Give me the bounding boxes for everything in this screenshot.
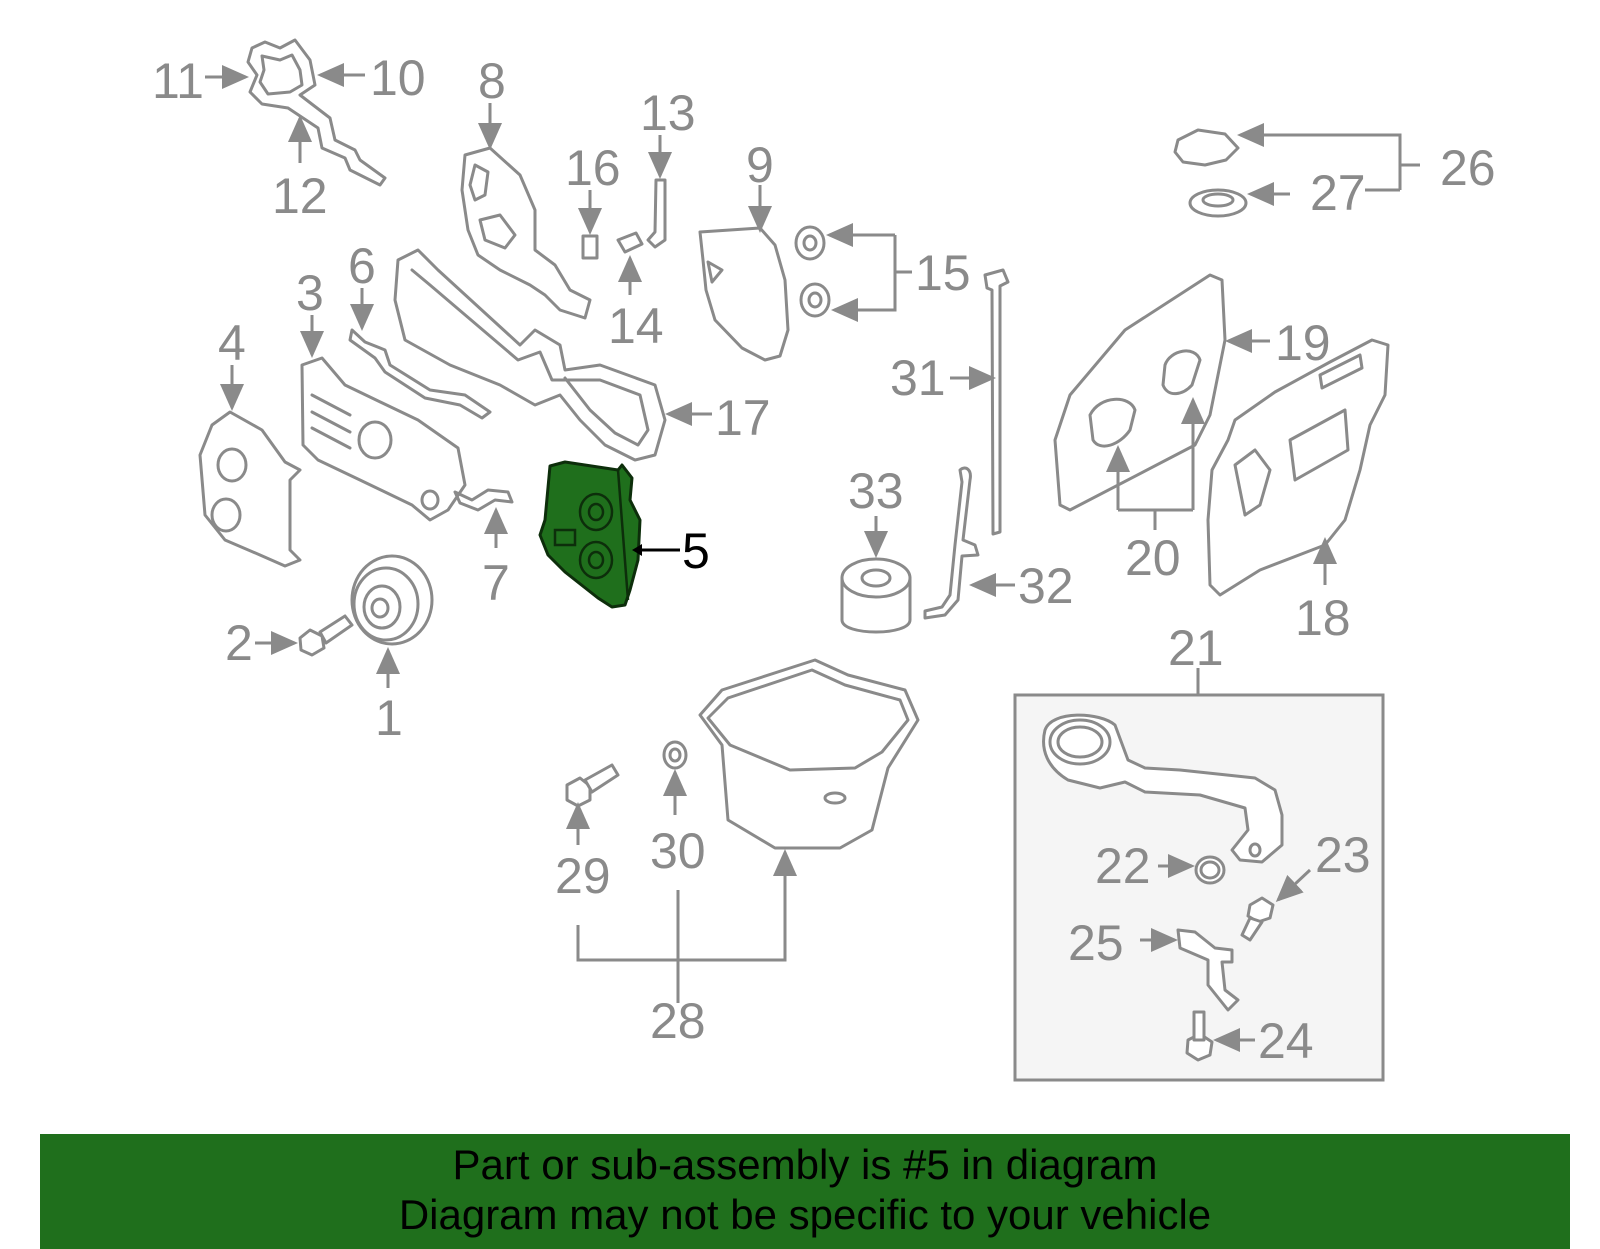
part-5-highlighted-cover <box>538 460 642 609</box>
callout-10: 10 <box>370 50 426 106</box>
parts-diagram: 1 2 3 4 5 6 7 8 9 10 11 12 13 14 15 16 1… <box>152 38 1496 1082</box>
banner-line-disclaimer: Diagram may not be specific to your vehi… <box>398 1191 1212 1238</box>
callout-31: 31 <box>890 350 946 406</box>
part-4-cover <box>198 410 302 568</box>
part-13-rod <box>646 178 667 249</box>
callout-29: 29 <box>555 848 611 904</box>
part-33-oil-filter <box>840 557 912 634</box>
callout-23: 23 <box>1315 827 1371 883</box>
callout-33: 33 <box>848 463 904 519</box>
part-gasket-10-11-12 <box>246 38 387 187</box>
callout-16: 16 <box>565 140 621 196</box>
part-26-27-cap <box>1173 128 1248 218</box>
part-24-bolt <box>1185 1010 1214 1062</box>
part-29-drain-bolt <box>565 763 620 808</box>
part-25-bracket <box>1176 928 1240 1012</box>
callout-4: 4 <box>218 315 246 371</box>
part-19-gasket <box>1053 273 1227 512</box>
callout-6: 6 <box>348 238 376 294</box>
callout-17: 17 <box>715 390 771 446</box>
callout-labels: 1 2 3 4 5 6 7 8 9 10 11 12 13 14 15 16 1… <box>152 50 1496 1069</box>
part-15-seals <box>794 225 831 318</box>
part-31-dipstick <box>983 268 1010 536</box>
part-7-clip <box>453 488 514 512</box>
callout-30: 30 <box>650 823 706 879</box>
part-3-timing-cover <box>300 356 467 522</box>
part-28-oil-pan <box>698 658 920 850</box>
callout-7: 7 <box>482 555 510 611</box>
callout-22: 22 <box>1095 838 1151 894</box>
part-14-bracket <box>616 231 644 254</box>
banner-line-part: Part or sub-assembly is #5 in diagram <box>452 1141 1158 1188</box>
callout-18: 18 <box>1295 590 1351 646</box>
part-1-pulley <box>350 554 434 646</box>
callout-24: 24 <box>1258 1013 1314 1069</box>
part-23-bolt <box>1240 896 1275 942</box>
callout-13: 13 <box>640 85 696 141</box>
callout-27: 27 <box>1310 165 1366 221</box>
callout-11: 11 <box>152 53 204 109</box>
callout-32: 32 <box>1018 558 1074 614</box>
callout-20: 20 <box>1125 530 1181 586</box>
part-8-cover-plate <box>460 146 592 320</box>
part-17-timing-belt <box>393 248 667 462</box>
callout-21: 21 <box>1168 620 1224 676</box>
part-2-bolt <box>298 614 354 657</box>
part-9-cover <box>698 226 790 362</box>
part-6-gasket <box>348 328 492 420</box>
callout-15: 15 <box>915 245 971 301</box>
callout-9: 9 <box>746 137 774 193</box>
callout-2: 2 <box>225 615 253 671</box>
part-30-washer <box>662 740 688 770</box>
part-21-oil-strainer-kit <box>1042 713 1284 864</box>
callout-19: 19 <box>1275 315 1331 371</box>
callout-12: 12 <box>272 168 328 224</box>
part-22-o-ring <box>1194 855 1226 885</box>
callout-8: 8 <box>478 53 506 109</box>
callout-25: 25 <box>1068 915 1124 971</box>
callout-1: 1 <box>375 690 403 746</box>
part-16-clip <box>581 234 599 260</box>
part-32-dipstick-tube <box>923 466 980 620</box>
info-banner: Part or sub-assembly is #5 in diagram Di… <box>40 1134 1570 1249</box>
callout-14: 14 <box>608 298 664 354</box>
callout-3: 3 <box>296 265 324 321</box>
part-18-cover <box>1206 338 1390 597</box>
callout-5: 5 <box>682 523 710 579</box>
callout-28: 28 <box>650 993 706 1049</box>
callout-26: 26 <box>1440 140 1496 196</box>
